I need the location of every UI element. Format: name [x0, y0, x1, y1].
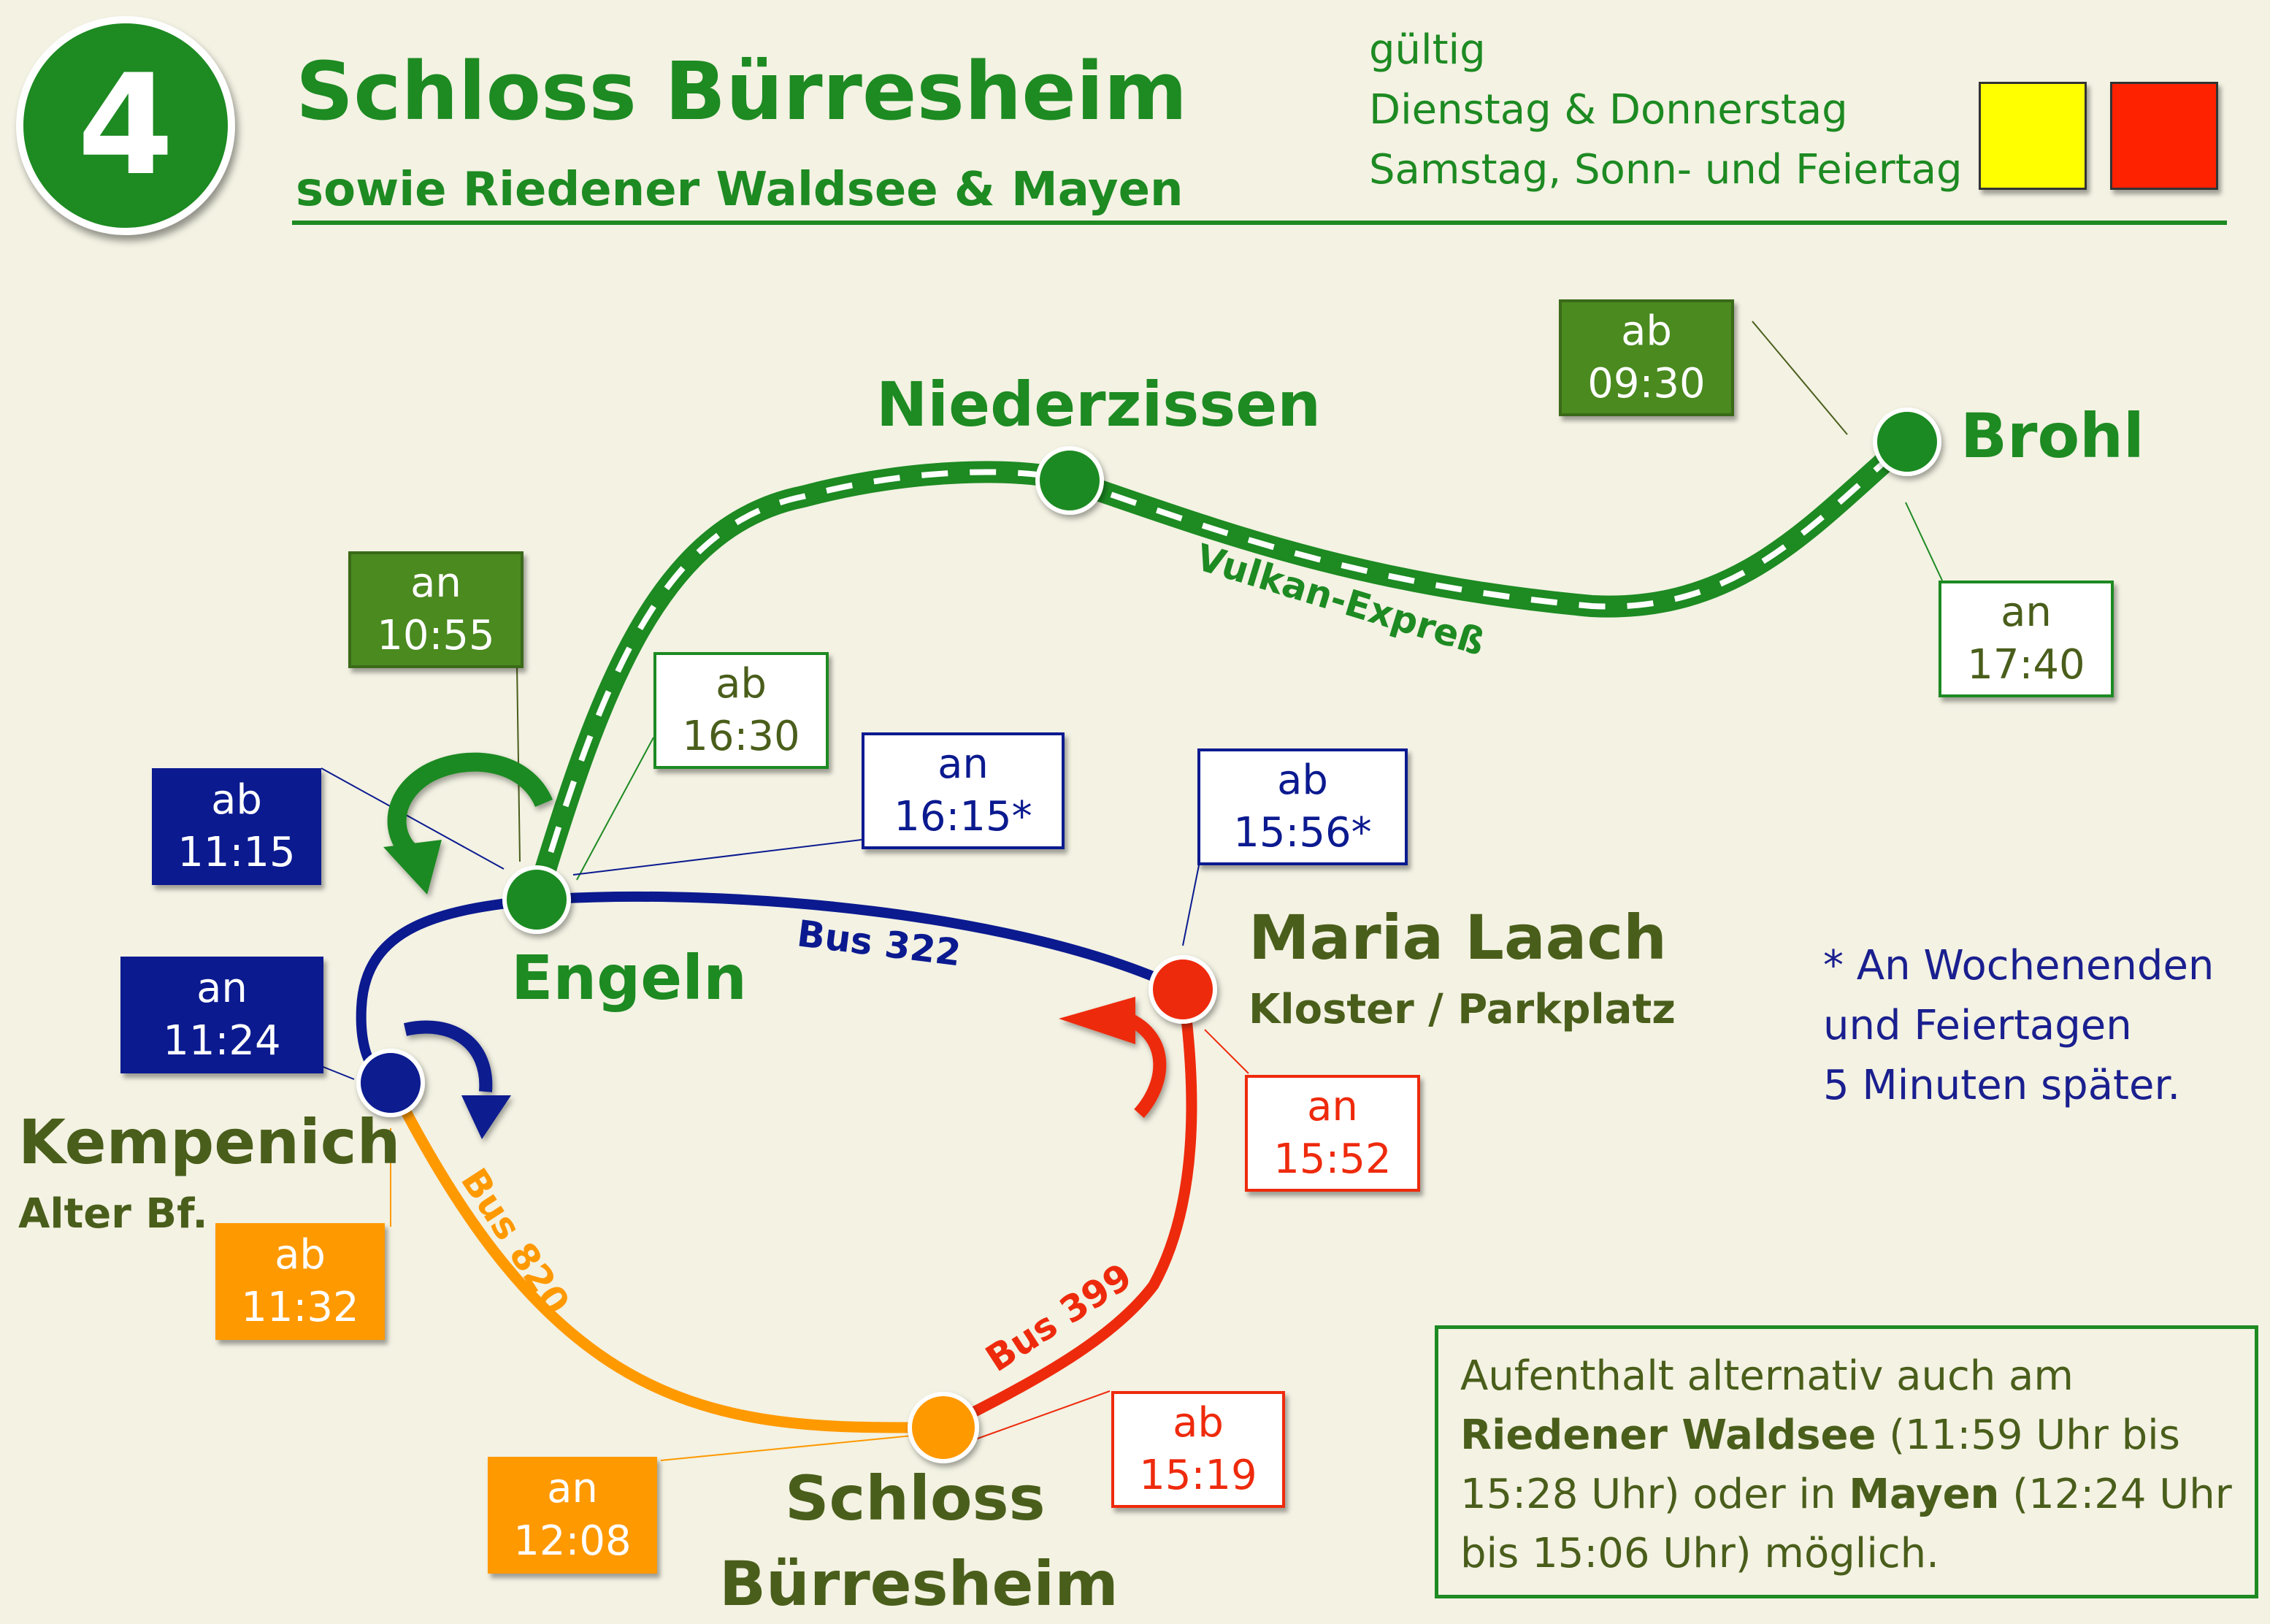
place-mayen: Mayen — [1849, 1471, 2000, 1518]
station-name-maria-laach: Maria Laach — [1249, 902, 1667, 973]
footnote: * An Wochenenden und Feiertagen 5 Minute… — [1823, 936, 2214, 1116]
station-name-niederzissen: Niederzissen — [876, 369, 1322, 440]
page-subtitle: sowie Riedener Waldsee & Mayen — [296, 163, 1184, 217]
place-riedener-waldsee: Riedener Waldsee — [1460, 1412, 1876, 1459]
station-dot-niederzissen — [1035, 446, 1104, 515]
footnote-line1: * An Wochenenden — [1823, 942, 2215, 989]
station-dot-schloss-buerresheim — [908, 1392, 979, 1463]
station-dot-engeln — [502, 865, 571, 934]
leader-lines — [321, 321, 1943, 1461]
station-name-buerresheim: Bürresheim — [719, 1548, 1119, 1620]
alternative-stay-box: Aufenthalt alternativ auch am Riedener W… — [1435, 1325, 2258, 1598]
station-name-schloss: Schloss — [785, 1463, 1046, 1534]
line-label-bus-820: Bus 820 — [453, 1161, 578, 1322]
station-name-engeln: Engeln — [511, 942, 747, 1014]
validity-line2: Samstag, Sonn- und Feiertag — [1369, 146, 1963, 194]
station-sub-maria-laach: Kloster / Parkplatz — [1249, 986, 1676, 1033]
validity-swatch-yellow — [1979, 82, 2087, 190]
station-dot-brohl — [1873, 407, 1941, 476]
validity-swatch-red — [2110, 82, 2218, 190]
transfer-arrow-kempenich — [403, 1020, 511, 1139]
route-number: 4 — [77, 45, 175, 206]
route-number-badge: 4 — [16, 16, 235, 235]
transfer-arrow-engeln — [383, 752, 553, 895]
page-title: Schloss Bürresheim — [296, 45, 1188, 138]
station-sub-kempenich: Alter Bf. — [18, 1190, 208, 1238]
bus-399-line — [937, 984, 1197, 1433]
validity-label: gültig — [1369, 26, 1486, 74]
footnote-line3: 5 Minuten später. — [1823, 1062, 2181, 1109]
station-dot-kempenich — [356, 1049, 425, 1117]
validity-line1: Dienstag & Donnerstag — [1369, 86, 1848, 134]
station-name-brohl: Brohl — [1960, 400, 2144, 472]
footnote-line2: und Feiertagen — [1823, 1002, 2132, 1049]
station-dot-maria-laach — [1149, 955, 1217, 1024]
transfer-arrow-maria-laach — [1059, 997, 1167, 1118]
station-name-kempenich: Kempenich — [18, 1106, 401, 1178]
station-dots — [356, 407, 1941, 1463]
bus-820-line — [385, 1076, 948, 1433]
